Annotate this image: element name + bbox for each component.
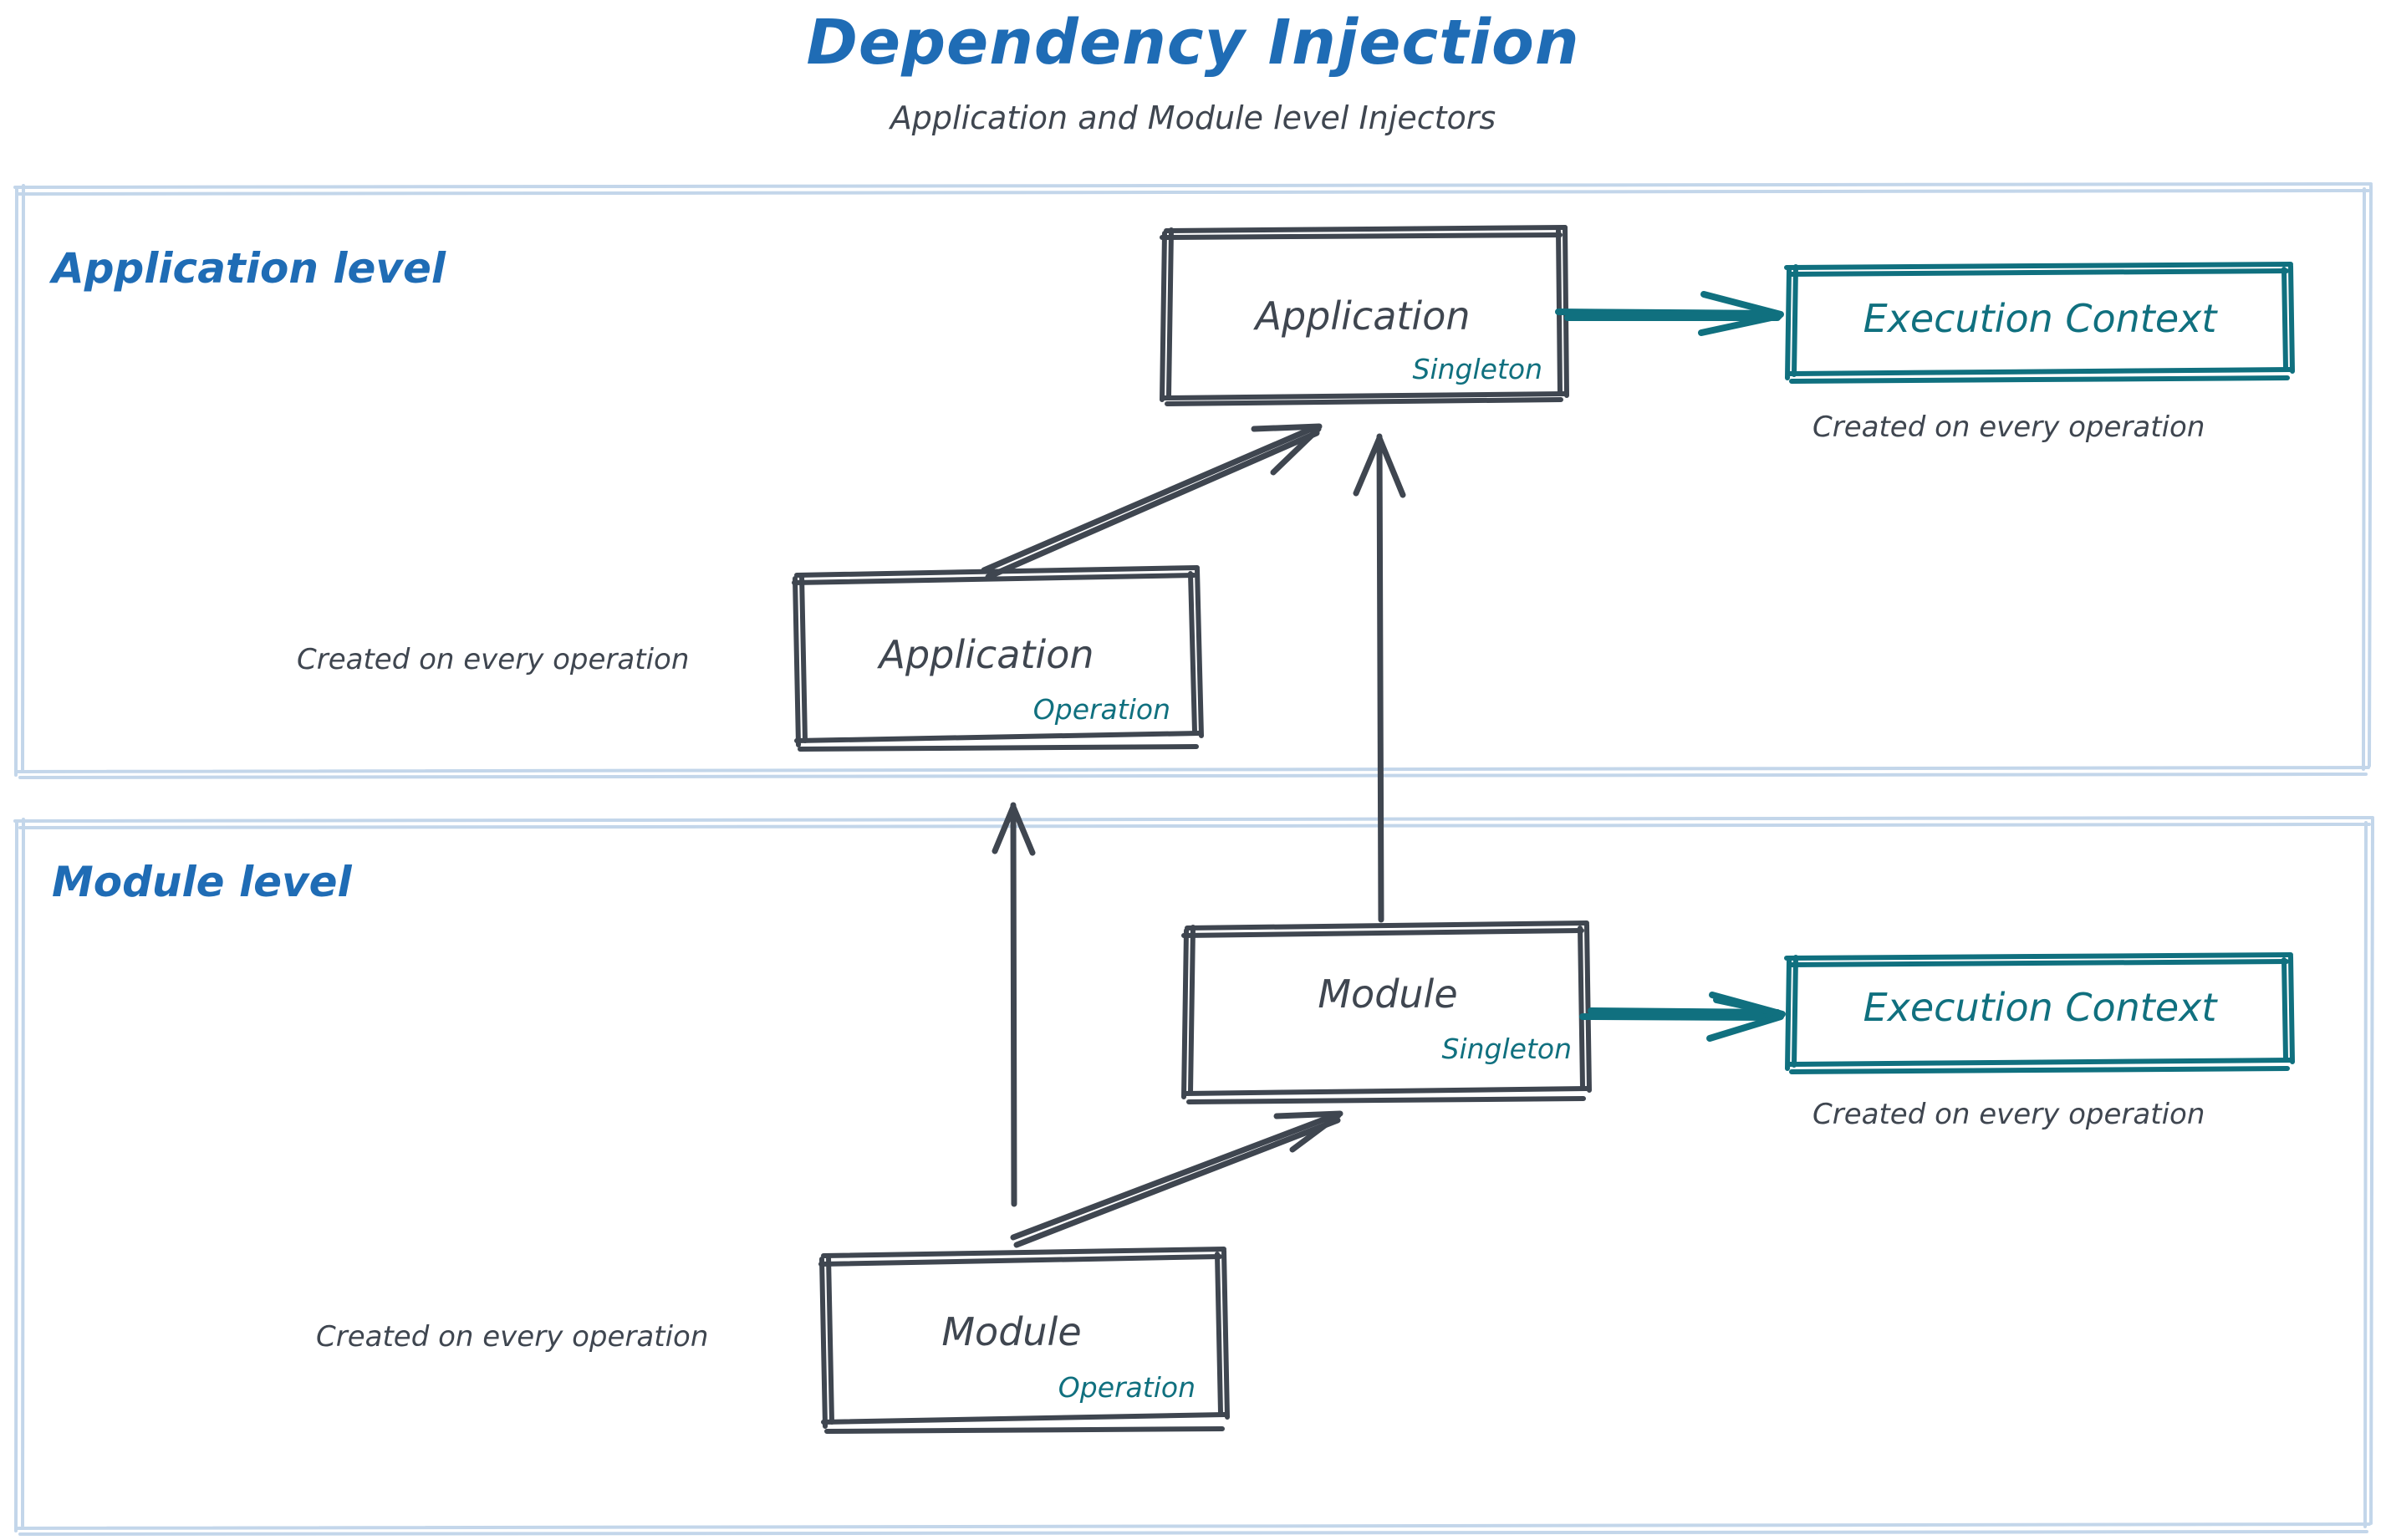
module-singleton-scope: Singleton xyxy=(1441,1033,1573,1065)
application-operation-scope: Operation xyxy=(1032,693,1170,726)
edge-app-operation-to-app-singleton xyxy=(981,423,1323,580)
application-level-label: Application level xyxy=(52,244,446,293)
module-level-label: Module level xyxy=(52,858,352,906)
module-level-container xyxy=(13,816,2374,1536)
page-title: Dependency Injection xyxy=(806,7,1580,79)
page-subtitle: Application and Module level Injectors xyxy=(890,99,1496,136)
module-operation-title: Module xyxy=(941,1309,1082,1354)
edge-module-singleton-to-app-singleton xyxy=(1353,433,1406,923)
execution-context-module-title: Execution Context xyxy=(1863,985,2217,1030)
module-singleton-title: Module xyxy=(1318,971,1458,1017)
note-execution-context-module: Created on every operation xyxy=(1812,1098,2205,1131)
note-module-operation: Created on every operation xyxy=(316,1320,709,1354)
note-application-operation: Created on every operation xyxy=(297,643,690,676)
edge-module-operation-to-app-operation xyxy=(992,802,1036,1207)
edge-module-singleton-to-execution-context xyxy=(1579,992,1786,1042)
application-operation-title: Application xyxy=(879,632,1094,677)
note-execution-context-application: Created on every operation xyxy=(1812,410,2205,444)
edge-module-operation-to-module-singleton xyxy=(1010,1110,1343,1248)
edge-app-singleton-to-execution-context xyxy=(1555,291,1784,336)
module-operation-scope: Operation xyxy=(1058,1371,1196,1404)
execution-context-application-title: Execution Context xyxy=(1863,296,2217,341)
application-singleton-scope: Singleton xyxy=(1412,353,1543,385)
application-singleton-title: Application xyxy=(1255,293,1471,339)
